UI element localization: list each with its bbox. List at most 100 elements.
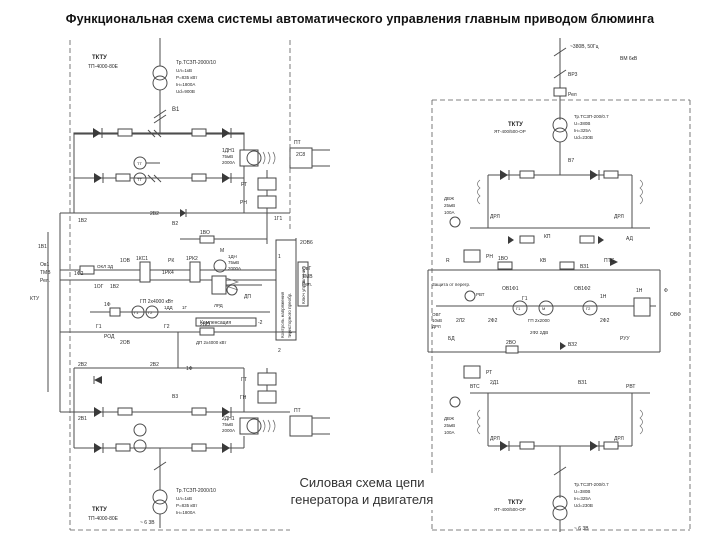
svg-text:Рел.: Рел. — [302, 282, 312, 288]
svg-text:ЛРД: ЛРД — [214, 303, 223, 308]
svg-text:1ДН1: 1ДН1 — [222, 148, 235, 154]
svg-text:Ud=230В: Ud=230В — [574, 503, 593, 508]
label-pk: РК — [168, 258, 174, 264]
svg-text:Рел: Рел — [568, 92, 577, 98]
label-tktu-bottom: ТКТУ — [92, 507, 107, 513]
svg-text:P=835 кВт: P=835 кВт — [176, 75, 197, 80]
svg-text:Uл=1кВ: Uл=1кВ — [176, 496, 192, 501]
label-tp-spec-bottom: Тр.ТСЗП-2000/10 — [176, 488, 216, 494]
svg-text:ВЗ1: ВЗ1 — [580, 264, 589, 270]
svg-text:U=380В: U=380В — [574, 121, 590, 126]
label-vts: ВТС — [470, 384, 480, 390]
svg-text:Ов1: Ов1 — [40, 262, 50, 268]
label-rt-1: РТ — [241, 182, 247, 188]
svg-text:25мВ: 25мВ — [444, 423, 455, 428]
svg-text:ТТ: ТТ — [137, 161, 142, 166]
label-kv: КВ — [540, 258, 547, 264]
label-m: М — [220, 248, 224, 254]
label-tktu-model-bottom: ТП-4000-80Е — [88, 516, 119, 522]
label-ad: АД — [626, 236, 634, 242]
label-rod: РОД — [104, 334, 115, 340]
svg-text:ГТ: ГТ — [241, 377, 247, 383]
svg-text:Uл=1кВ: Uл=1кВ — [176, 68, 192, 73]
svg-text:Контроль напряжения: Контроль напряжения — [280, 291, 285, 338]
svg-text:U=380В: U=380В — [574, 489, 590, 494]
svg-text:ДРЛ: ДРЛ — [432, 324, 441, 329]
label-gen-spec: ГП 2х4000 кВт — [140, 299, 174, 305]
svg-text:ТКТУ: ТКТУ — [508, 500, 523, 506]
svg-text:1В1: 1В1 — [38, 244, 47, 250]
svg-text:1РК2: 1РК2 — [186, 256, 198, 262]
label-compensation: Компенсация — [200, 320, 231, 326]
svg-text:1ОГ: 1ОГ — [94, 284, 104, 290]
svg-text:2000А: 2000А — [222, 160, 235, 165]
svg-text:P=835 кВт: P=835 кВт — [176, 503, 197, 508]
label-num2: 2 — [278, 348, 281, 354]
svg-text:ЯТ-400/500-ОР: ЯТ-400/500-ОР — [494, 507, 526, 512]
caption-box: Силовая схема цепи генератора и двигател… — [282, 474, 442, 510]
label-vm: ВМ 6кВ — [620, 56, 638, 62]
label-ktu: КТУ — [30, 296, 40, 302]
svg-text:ДРЛ: ДРЛ — [490, 436, 500, 442]
label-pts: ПТС — [604, 258, 615, 264]
svg-text:1Ф: 1Ф — [104, 302, 111, 308]
svg-text:75мВ: 75мВ — [228, 260, 239, 265]
svg-text:100А: 100А — [444, 210, 455, 215]
svg-text:Тр.ТСЗП-200/0.7: Тр.ТСЗП-200/0.7 — [574, 114, 609, 119]
svg-text:10кВ: 10кВ — [432, 318, 442, 323]
label-motor-spec: ДП 2х4000 кВт — [196, 340, 226, 345]
svg-text:1В2: 1В2 — [78, 218, 87, 224]
caption-line-2: генератора и двигателя — [290, 492, 434, 507]
label-rvt: РВТ — [626, 384, 635, 390]
svg-text:25мВ: 25мВ — [444, 203, 455, 208]
svg-text:ДРЛ: ДРЛ — [490, 214, 500, 220]
svg-text:2000А: 2000А — [228, 266, 241, 271]
svg-text:ПТ: ПТ — [294, 408, 301, 414]
svg-text:1Г: 1Г — [182, 305, 188, 310]
svg-text:2В1: 2В1 — [78, 416, 87, 422]
label-r: R — [446, 258, 450, 264]
svg-text:2В2: 2В2 — [150, 362, 159, 368]
svg-text:ОВ1Ф1: ОВ1Ф1 — [502, 286, 519, 292]
svg-text:ВЗ1: ВЗ1 — [578, 380, 587, 386]
page-title: Функциональная схема системы автоматичес… — [65, 12, 655, 26]
svg-text:Iн=1800А: Iн=1800А — [176, 510, 195, 515]
label-lead-top: ~380В, 50Гц — [570, 44, 599, 50]
svg-text:75мВ: 75мВ — [222, 154, 233, 159]
svg-text:Г2: Г2 — [148, 310, 153, 315]
svg-text:ОВФ: ОВФ — [670, 312, 681, 318]
label-b3: В3 — [172, 394, 178, 400]
svg-text:В7: В7 — [568, 158, 574, 164]
svg-text:М: М — [542, 306, 545, 311]
svg-text:1ВО: 1ВО — [498, 256, 508, 262]
svg-text:1Ф2: 1Ф2 — [74, 271, 84, 277]
svg-text:Тр.ТСЗП-200/0.7: Тр.ТСЗП-200/0.7 — [574, 482, 609, 487]
svg-text:2000А: 2000А — [222, 428, 235, 433]
svg-text:Г1: Г1 — [522, 296, 528, 302]
svg-text:ДВЖ: ДВЖ — [444, 196, 455, 201]
svg-text:Iн=325А: Iн=325А — [574, 128, 591, 133]
label-b2: В2 — [172, 221, 178, 227]
label-g2: Г2 — [164, 324, 170, 330]
svg-text:Ф: Ф — [664, 288, 668, 294]
svg-text:1ДН: 1ДН — [228, 254, 237, 259]
svg-text:РВТ: РВТ — [476, 292, 485, 297]
svg-text:1Ф: 1Ф — [186, 366, 193, 372]
svg-text:РН: РН — [486, 254, 493, 260]
svg-text:2Л2: 2Л2 — [456, 318, 465, 324]
svg-text:1Г1: 1Г1 — [274, 216, 282, 222]
svg-text:1РК4: 1РК4 — [162, 270, 174, 276]
svg-text:ТМВ: ТМВ — [40, 270, 51, 276]
svg-text:Г2: Г2 — [586, 306, 591, 311]
svg-text:Г1: Г1 — [134, 310, 139, 315]
label-bd: БД — [448, 336, 455, 342]
svg-text:2ВО: 2ВО — [200, 322, 210, 328]
svg-text:ТКТУ: ТКТУ — [508, 122, 523, 128]
svg-text:ДВЖ: ДВЖ — [444, 416, 455, 421]
caption-line-1: Силовая схема цепи — [299, 475, 425, 490]
svg-text:ВР3: ВР3 — [568, 72, 578, 78]
label-num1: 1 — [278, 254, 281, 260]
svg-text:2В2: 2В2 — [78, 362, 87, 368]
